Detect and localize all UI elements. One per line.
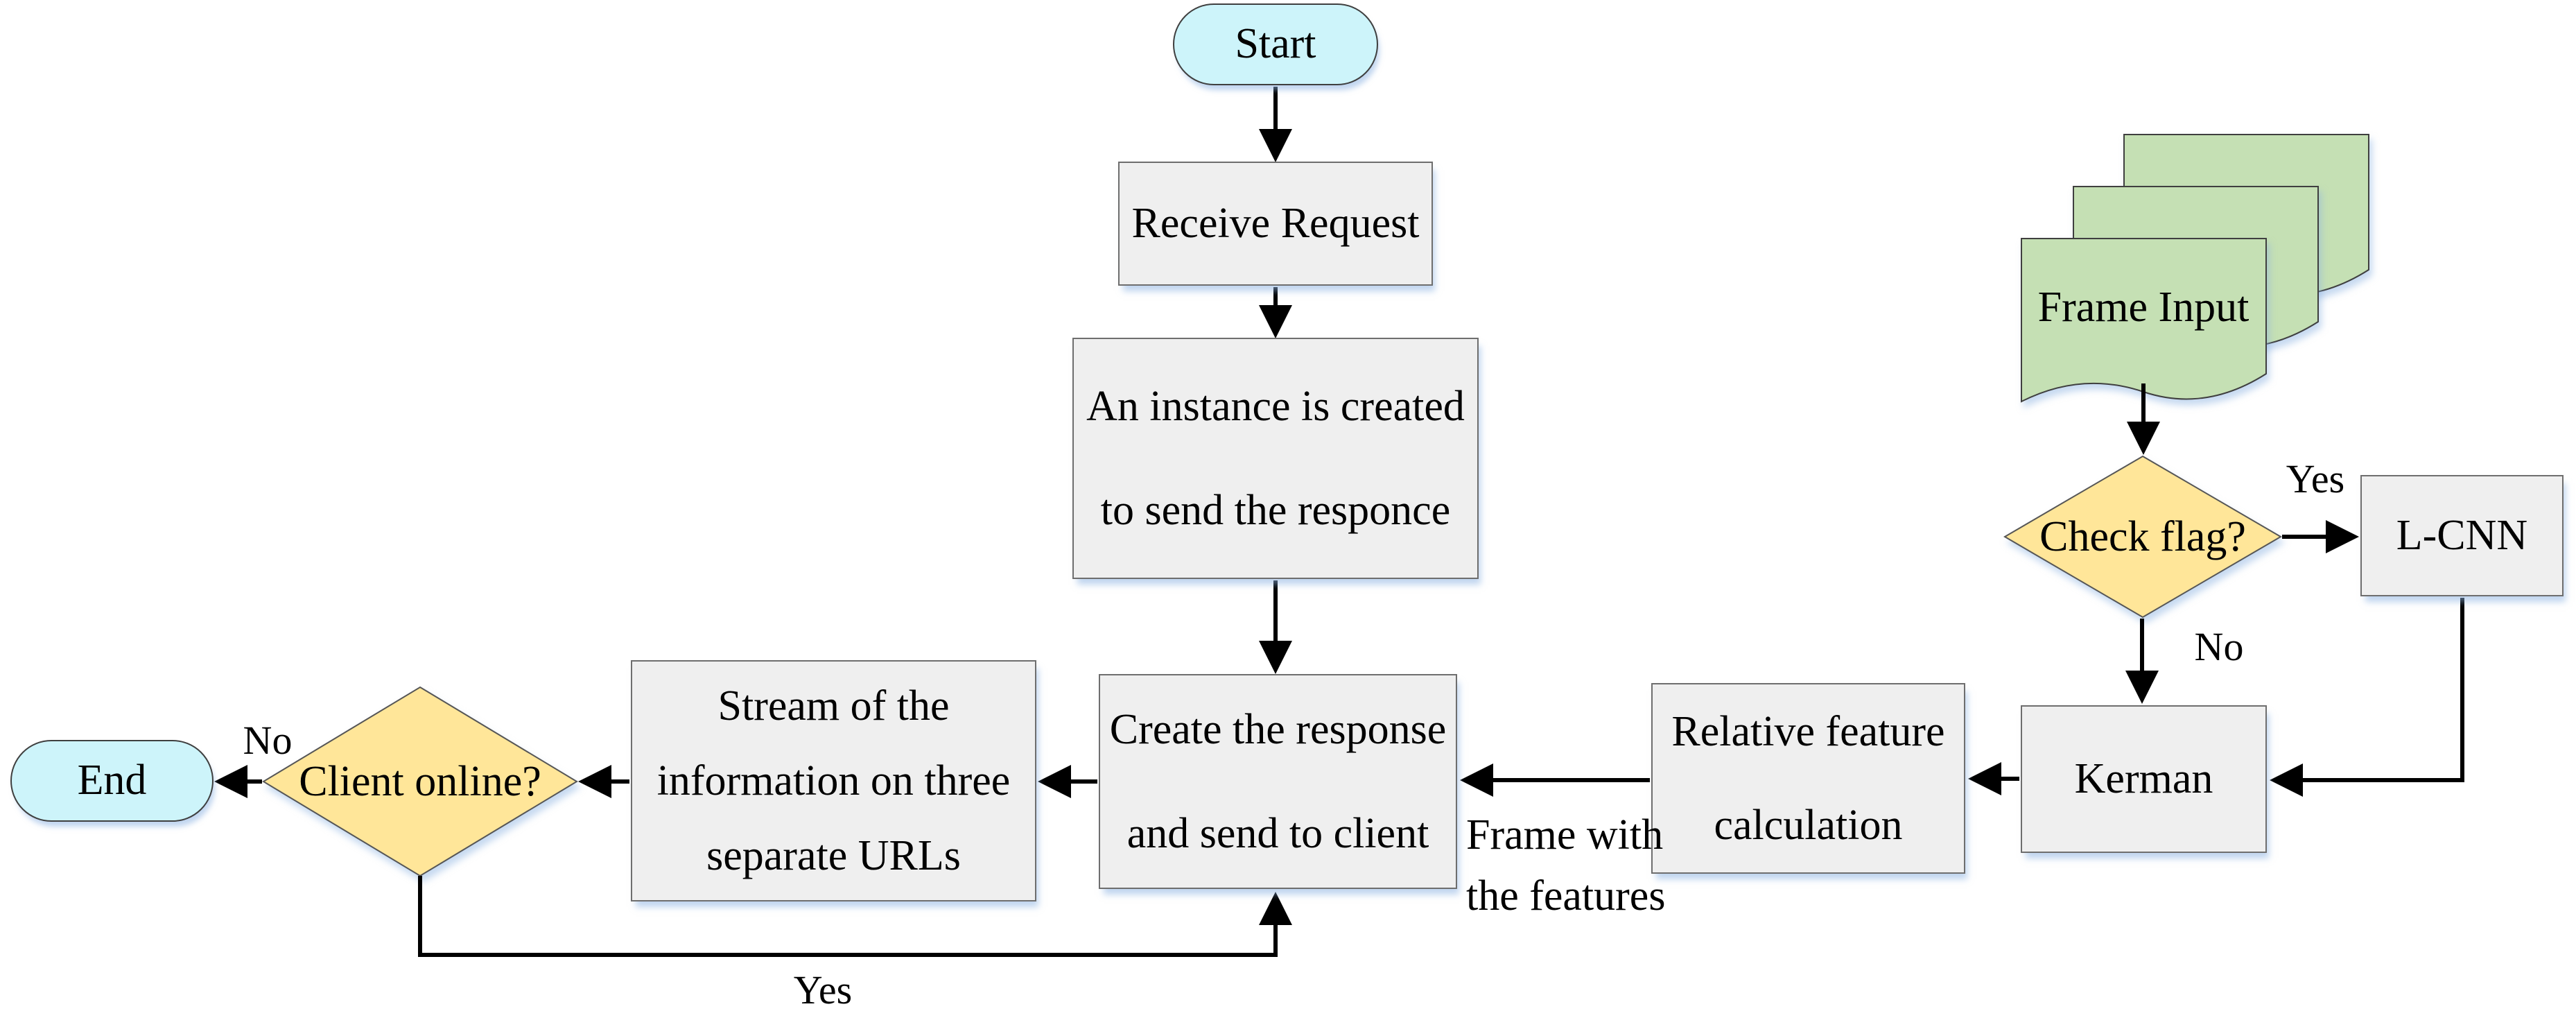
node-l-cnn: L-CNN <box>2360 475 2564 596</box>
frame-input-doc-front <box>2021 238 2267 403</box>
edge-label-yes-right: Yes <box>2286 456 2345 501</box>
node-relative-feature: Relative feature calculation <box>1651 683 1965 874</box>
check-flag-diamond <box>2003 455 2282 619</box>
node-start: Start <box>1173 3 1378 85</box>
edge-clientonline-create-yes-loop <box>418 876 1292 957</box>
node-instance-created: An instance is created to send the respo… <box>1072 338 1479 579</box>
edge-label-no-right: No <box>2194 624 2244 669</box>
edge-label-no-left: No <box>243 718 293 763</box>
node-receive-request: Receive Request <box>1118 162 1433 286</box>
node-end: End <box>10 740 214 822</box>
edge-lcnn-kerman <box>2270 598 2464 797</box>
node-stream-info: Stream of the information on three separ… <box>631 660 1036 901</box>
client-online-diamond <box>262 686 578 877</box>
node-create-response: Create the response and send to client <box>1099 674 1457 889</box>
node-kerman: Kerman <box>2021 705 2267 853</box>
edge-label-frame-features: Frame with the features <box>1466 811 1666 920</box>
edge-label-yes-bottom: Yes <box>793 967 853 1012</box>
